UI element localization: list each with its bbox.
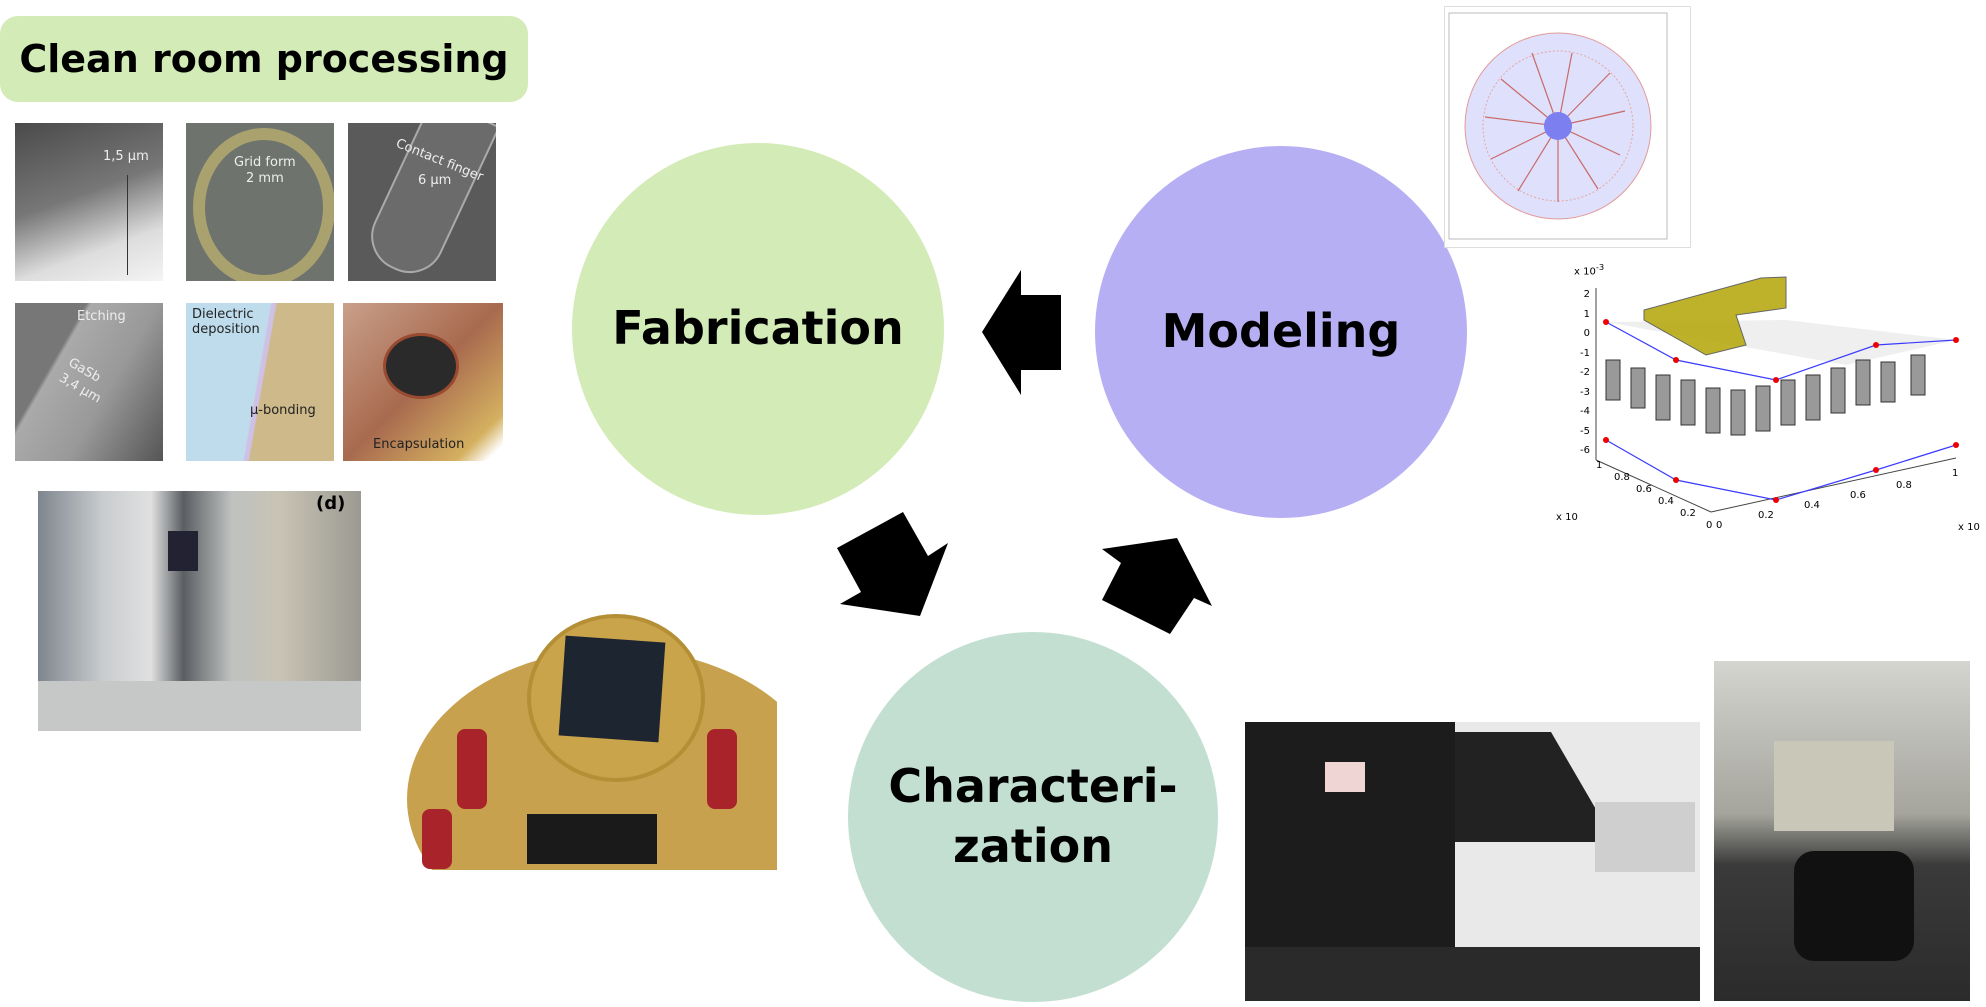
z-scale: x 10 — [1574, 266, 1596, 278]
x-tick: 0.8 — [1896, 480, 1912, 491]
z-tick: -1 — [1580, 347, 1590, 359]
z-tick: -2 — [1580, 367, 1590, 378]
mesh-plot — [1444, 6, 1691, 248]
photo-tag: (d) — [316, 493, 346, 514]
y-tick: 0 — [1706, 520, 1713, 531]
x-tick: 0.4 — [1804, 500, 1820, 511]
fabrication-label: Fabrication — [612, 301, 904, 356]
etching-tile: Etching GaSb 3,4 µm — [15, 303, 163, 461]
monochromator — [1245, 722, 1455, 962]
optical-bench-photo — [1714, 661, 1970, 1001]
clean-room-title: Clean room processing — [0, 16, 528, 102]
tile-label: Etching — [77, 309, 126, 324]
characterization-line1: Characteri- — [888, 759, 1178, 814]
characterization-setup-photo — [1245, 722, 1700, 1001]
sem-image-tile: 1,5 µm — [15, 123, 163, 281]
tile-value: 2 mm — [246, 171, 284, 186]
x-tick: 0.6 — [1850, 490, 1866, 501]
z-tick: -5 — [1580, 425, 1590, 437]
x-scale-label: x 10 — [1958, 522, 1980, 533]
3d-plot-svg — [1595, 276, 1959, 513]
arrow-line — [127, 175, 128, 275]
characterization-circle: Characteri- zation — [848, 632, 1218, 1002]
grid-form-tile: Grid form 2 mm — [186, 123, 334, 281]
warning-label — [1325, 762, 1365, 792]
x-tick: 1 — [1952, 468, 1959, 479]
3d-model-plot: x 10-3 2 1 0 -1 -2 -3 -4 -5 -6 — [1546, 250, 1986, 550]
z-tick: -6 — [1580, 445, 1590, 456]
photo-floor — [38, 681, 361, 731]
characterization-label: Characteri- zation — [888, 757, 1177, 877]
connector — [527, 814, 657, 864]
x-tick: 0.2 — [1758, 510, 1774, 521]
optical-table — [1245, 947, 1700, 1001]
arrow-down-right-icon — [837, 512, 948, 616]
y-tick: 0.4 — [1658, 496, 1674, 507]
modeling-circle: Modeling — [1095, 146, 1467, 518]
chip-window — [383, 333, 459, 399]
fabrication-circle: Fabrication — [572, 143, 944, 515]
red-spacer — [707, 729, 737, 809]
tile-label: Grid form — [234, 155, 296, 170]
z-tick: -4 — [1580, 406, 1590, 417]
y-tick: 0.8 — [1614, 472, 1630, 483]
mesh-plot-svg — [1448, 12, 1668, 240]
y-scale-label: x 10 — [1556, 512, 1578, 523]
cleanroom-machine-photo: (d) — [38, 491, 361, 731]
lamp-housing — [1774, 741, 1894, 831]
tile-label: 1,5 µm — [103, 149, 149, 164]
z-exp: -3 — [1595, 262, 1605, 272]
z-tick: 0 — [1583, 328, 1590, 339]
instrument — [1595, 802, 1695, 872]
z-tick: 1 — [1583, 308, 1590, 320]
tile-sub: µ-bonding — [250, 403, 316, 418]
z-tick: -3 — [1580, 386, 1590, 398]
optics-mounts — [1794, 851, 1914, 961]
red-spacer — [422, 809, 452, 869]
clean-room-image-grid: 1,5 µm Grid form 2 mm Contact finger 6 µ… — [13, 120, 555, 470]
red-spacer — [457, 729, 487, 809]
x-tick: 0 — [1716, 520, 1723, 531]
tile-value: 6 µm — [418, 173, 452, 188]
optics-arm — [1455, 732, 1615, 842]
characterization-line2: zation — [953, 819, 1113, 873]
dielectric-tile: Dielectric deposition µ-bonding — [186, 303, 334, 461]
arrow-left-icon — [982, 270, 1061, 395]
y-tick: 1 — [1596, 460, 1603, 471]
y-tick: 0.2 — [1680, 508, 1696, 519]
tile-label: Dielectric deposition — [192, 307, 260, 337]
control-screen — [168, 531, 198, 571]
z-axis-ticks: 2 1 0 -1 -2 -3 -4 -5 -6 — [1576, 285, 1590, 461]
z-scale-label: x 10-3 — [1574, 262, 1604, 277]
tile-label: Encapsulation — [373, 437, 465, 452]
modeling-label: Modeling — [1161, 304, 1401, 359]
detector-chip-photo — [397, 589, 777, 870]
contact-finger-tile: Contact finger 6 µm — [348, 123, 496, 281]
encapsulation-tile: Encapsulation — [343, 303, 503, 461]
arrow-up-right-icon — [1102, 538, 1212, 634]
y-tick: 0.6 — [1636, 484, 1652, 495]
z-tick: 2 — [1583, 289, 1590, 300]
